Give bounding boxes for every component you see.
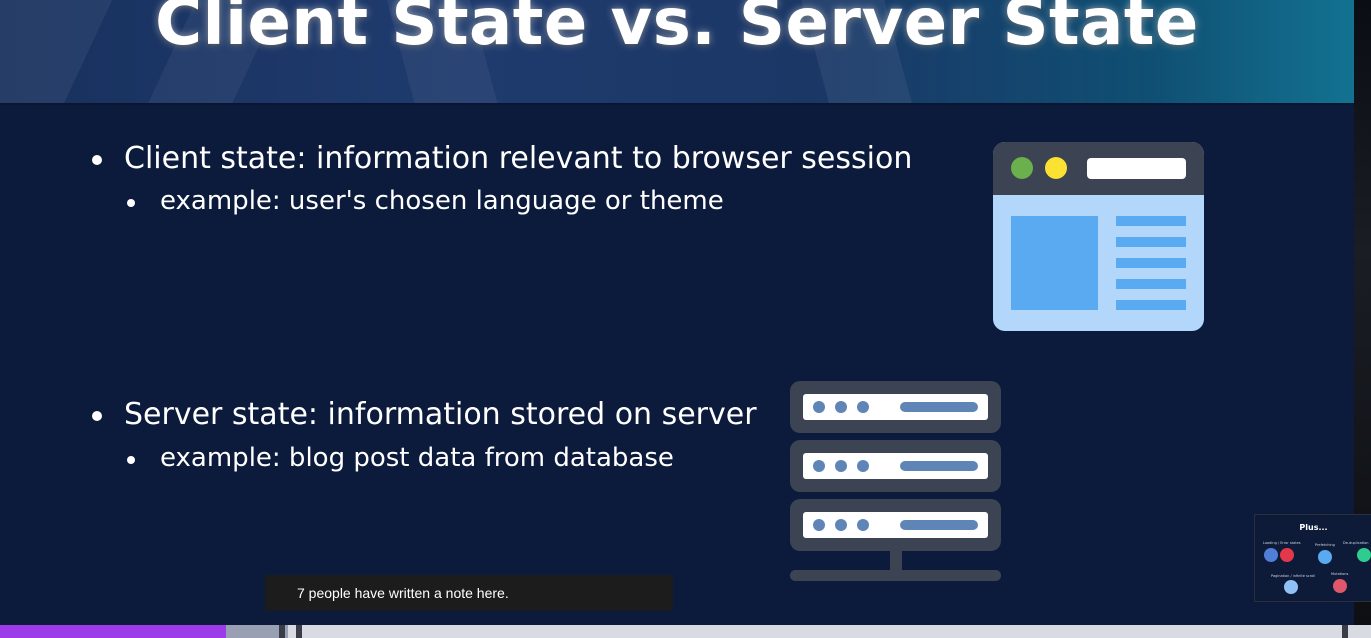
bullet-text: example: user's chosen language or theme: [160, 186, 724, 216]
thumbnail-label: Loading / Error states: [1263, 541, 1301, 545]
sub-bullet-server-example: example: blog post data from database: [127, 443, 674, 473]
thumbnail-label: Pagination / infinite scroll: [1271, 574, 1316, 578]
dedupe-icon: [1357, 548, 1371, 562]
chapter-marker[interactable]: [1342, 625, 1348, 638]
slide-header-banner: Client State vs. Server State: [0, 0, 1354, 105]
thumbnail-label: Mutations: [1331, 572, 1349, 576]
bullet-dot: [92, 411, 102, 421]
bullet-text: Server state: information stored on serv…: [124, 397, 757, 432]
chapter-marker[interactable]: [296, 625, 302, 638]
chapter-marker[interactable]: [279, 625, 285, 638]
thumbnail-title: Plus...: [1299, 523, 1328, 532]
bullet-server-state: Server state: information stored on serv…: [92, 397, 757, 432]
thumbnail-label: De-duplication: [1343, 541, 1369, 545]
pagination-icon: [1284, 580, 1298, 594]
notes-banner[interactable]: 7 people have written a note here.: [265, 575, 673, 611]
bullet-client-state: Client state: information relevant to br…: [92, 141, 913, 176]
sub-bullet-client-example: example: user's chosen language or theme: [127, 186, 724, 216]
bullet-dot: [127, 456, 135, 464]
bullet-text: Client state: information relevant to br…: [124, 141, 913, 176]
loading-icon: [1264, 548, 1278, 562]
bullet-dot: [92, 155, 102, 165]
slide-title: Client State vs. Server State: [155, 0, 1199, 60]
browser-window-icon: [993, 142, 1204, 331]
bullet-text: example: blog post data from database: [160, 443, 674, 473]
progress-played: [0, 625, 226, 638]
thumbnail-label: Prefetching: [1315, 543, 1335, 547]
video-progress-bar[interactable]: [0, 625, 1371, 638]
mutations-icon: [1333, 579, 1347, 593]
window-edge: [1354, 0, 1371, 625]
error-icon: [1280, 548, 1294, 562]
next-slide-thumbnail[interactable]: Plus... Loading / Error states Prefetchi…: [1254, 514, 1371, 602]
prefetch-icon: [1318, 550, 1332, 564]
bullet-dot: [127, 199, 135, 207]
server-rack-icon: [790, 381, 1001, 581]
slide-frame: Client State vs. Server State Client sta…: [0, 0, 1354, 625]
